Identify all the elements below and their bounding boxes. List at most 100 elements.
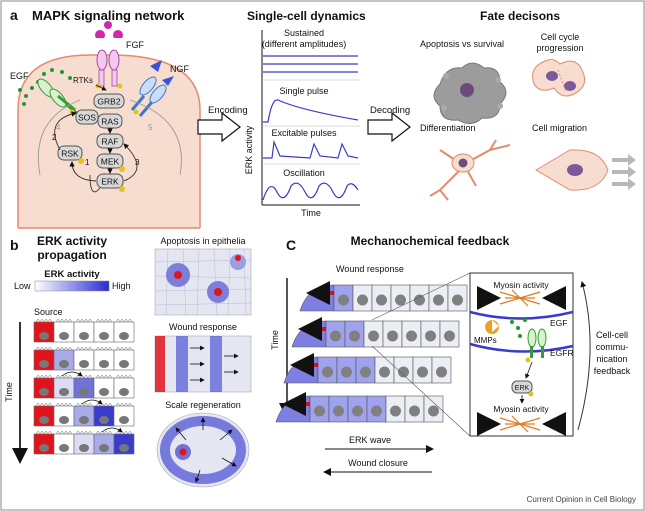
fates-title: Fate decisons — [480, 9, 560, 23]
dyn-single-pulse-curve — [263, 99, 359, 123]
feedback-label: Cell-cell commu- nication feedback — [594, 330, 631, 376]
dyn-sustained-lines — [263, 55, 358, 73]
dividing-cell-icon — [532, 59, 586, 97]
egfr-icon — [525, 328, 547, 363]
panel-b-title-2: propagation — [37, 248, 106, 262]
loop-2: 2 — [52, 133, 57, 142]
svg-text:feedback: feedback — [594, 366, 631, 376]
dyn-ylabel: ERK activity — [244, 125, 254, 174]
apoptosis-epithelia-image — [154, 248, 252, 316]
example-apoptosis-label: Apoptosis in epithelia — [160, 236, 245, 246]
dynamics-title: Single-cell dynamics — [247, 9, 366, 23]
fate-cellcycle-label-2: progression — [536, 43, 583, 53]
erk-wave-label: ERK wave — [349, 435, 391, 445]
myosin-fibers-top-icon — [499, 289, 541, 307]
svg-text:nication: nication — [596, 354, 627, 364]
zoom-box: Myosin activity MMPs EGF — [469, 272, 574, 437]
erk-legend-title: ERK activity — [44, 269, 100, 280]
wave-row — [33, 427, 135, 455]
dyn-excitable-label: Excitable pulses — [271, 128, 337, 138]
dyn-sustained-label: Sustained — [284, 28, 324, 38]
svg-text:RAF: RAF — [102, 137, 119, 147]
erk-wave-rows — [33, 318, 135, 455]
panel-a-title: MAPK signaling network — [32, 8, 185, 23]
egfr-label: EGFR — [550, 348, 574, 358]
svg-text:MEK: MEK — [101, 157, 120, 167]
wave-row — [33, 399, 135, 427]
fgf-ligand-icon — [95, 21, 124, 38]
encoding-label: Encoding — [208, 105, 248, 116]
panel-c-title: Mechanochemical feedback — [351, 234, 510, 248]
membrane-bottom — [469, 342, 574, 353]
zoom-connector-top — [371, 272, 471, 321]
migrating-cell-icon — [535, 149, 636, 191]
journal-credit: Current Opinion in Cell Biology — [527, 495, 636, 504]
svg-text:ERK: ERK — [515, 385, 530, 392]
node-raf: RAF — [96, 133, 124, 149]
svg-text:ERK: ERK — [101, 177, 119, 187]
example-wound-label: Wound response — [169, 322, 237, 332]
loop-3: 3 — [135, 158, 140, 167]
loop-4: 4 — [56, 123, 61, 132]
dyn-xlabel: Time — [301, 208, 321, 218]
panel-c: C Mechanochemical feedback Wound respons… — [270, 234, 631, 476]
panel-c-time-label: Time — [270, 330, 280, 350]
cascade-arrows — [37, 99, 182, 193]
dyn-single-pulse-label: Single pulse — [279, 86, 328, 96]
wave-row — [33, 371, 135, 399]
panel-c-letter: C — [286, 237, 296, 253]
decoding-arrow-icon — [367, 111, 411, 143]
apoptotic-cell-icon — [433, 62, 507, 124]
panel-a-letter: a — [10, 7, 18, 23]
fate-cellcycle-label: Cell cycle — [541, 32, 580, 42]
myosin-fibers-bottom-icon — [499, 415, 541, 433]
node-ras: RAS — [97, 113, 123, 129]
egf-label: EGF — [10, 71, 29, 81]
svg-text:RAS: RAS — [101, 117, 119, 127]
fate-migration-label: Cell migration — [532, 123, 587, 133]
loop-5: 5 — [148, 123, 153, 132]
loop-1: 1 — [85, 158, 90, 167]
panel-b-title-1: ERK activity — [37, 234, 107, 248]
wound-row — [283, 353, 452, 384]
ngf-receptor-icon — [130, 76, 167, 117]
panel-b-time-label: Time — [4, 382, 14, 402]
dyn-excitable-curve — [263, 139, 359, 159]
fgf-label: FGF — [126, 40, 144, 50]
ngf-label: NGF — [170, 64, 190, 74]
wound-row — [299, 281, 468, 312]
erk-legend-low: Low — [14, 281, 31, 291]
wound-response-label: Wound response — [336, 264, 404, 274]
svg-text:commu-: commu- — [596, 342, 629, 352]
fgf-receptor-icon — [95, 49, 123, 89]
svg-text:RSK: RSK — [61, 149, 79, 159]
ngf-ligand-icon — [150, 60, 174, 86]
wave-row — [33, 346, 135, 371]
membrane-top — [469, 310, 574, 320]
rtks-label: RTKs — [73, 76, 93, 85]
egf-dots-icon — [510, 318, 527, 338]
mmps-label: MMPs — [474, 336, 497, 345]
myosin-top-label: Myosin activity — [493, 280, 549, 290]
svg-text:SOS: SOS — [78, 113, 96, 123]
example-scale-label: Scale regeneration — [165, 400, 241, 410]
wound-closure-label: Wound closure — [348, 458, 408, 468]
encoding-arrow-icon — [197, 111, 241, 143]
svg-text:GRB2: GRB2 — [97, 97, 120, 107]
node-erk: ERK — [96, 173, 125, 192]
source-label: Source — [34, 307, 63, 317]
mmps-icon — [485, 320, 500, 334]
dyn-oscillation-label: Oscillation — [283, 168, 325, 178]
dyn-oscillation-curve — [262, 182, 359, 201]
erk-legend-high: High — [112, 281, 131, 291]
decoding-label: Decoding — [370, 105, 410, 116]
node-sos: SOS — [75, 109, 99, 125]
fate-apoptosis-label: Apoptosis vs survival — [420, 39, 504, 49]
panel-b-letter: b — [10, 237, 19, 253]
node-rsk: RSK — [57, 145, 84, 164]
wound-response-image — [154, 335, 252, 393]
wound-row — [275, 392, 444, 423]
